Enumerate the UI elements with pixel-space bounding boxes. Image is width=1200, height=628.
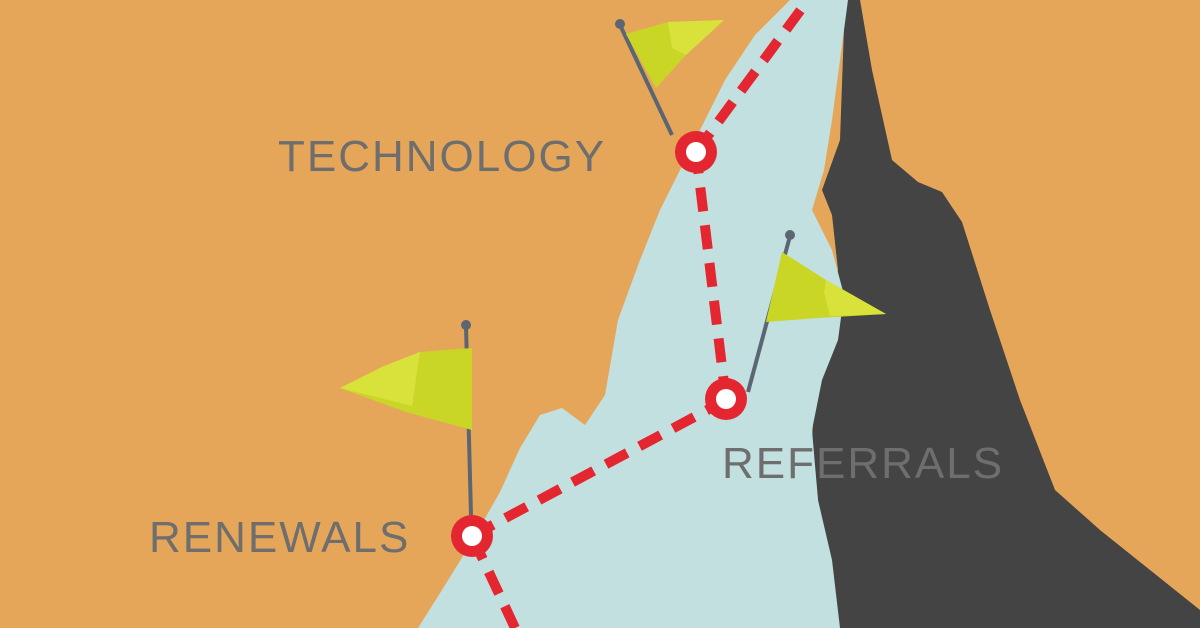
waypoint-marker-icon (451, 515, 493, 557)
waypoint-marker-icon (675, 131, 717, 173)
flag-fold (668, 20, 724, 55)
flag-pole (618, 24, 674, 136)
flag-fold (340, 352, 420, 406)
flag-pole-knob (615, 19, 625, 29)
climb-path-segment (691, 0, 813, 155)
milestone-label-technology: TECHNOLOGY (278, 132, 606, 181)
flag-pole-knob (461, 320, 471, 330)
flag-icon (615, 19, 724, 136)
climb-path-segment (691, 151, 731, 401)
flag-icon (340, 320, 473, 516)
flag-fold (824, 280, 886, 316)
mountain-dark-ridge (812, 0, 1200, 628)
flag-icon (746, 230, 886, 393)
milestone-label-referrals: REFERRALS (722, 439, 1004, 488)
milestone-label-renewals: RENEWALS (149, 513, 410, 562)
climb-path-segment (469, 395, 729, 541)
waypoint-marker-icon (705, 378, 747, 420)
mountain-light-face (418, 0, 848, 628)
flag-pole-knob (785, 230, 795, 240)
